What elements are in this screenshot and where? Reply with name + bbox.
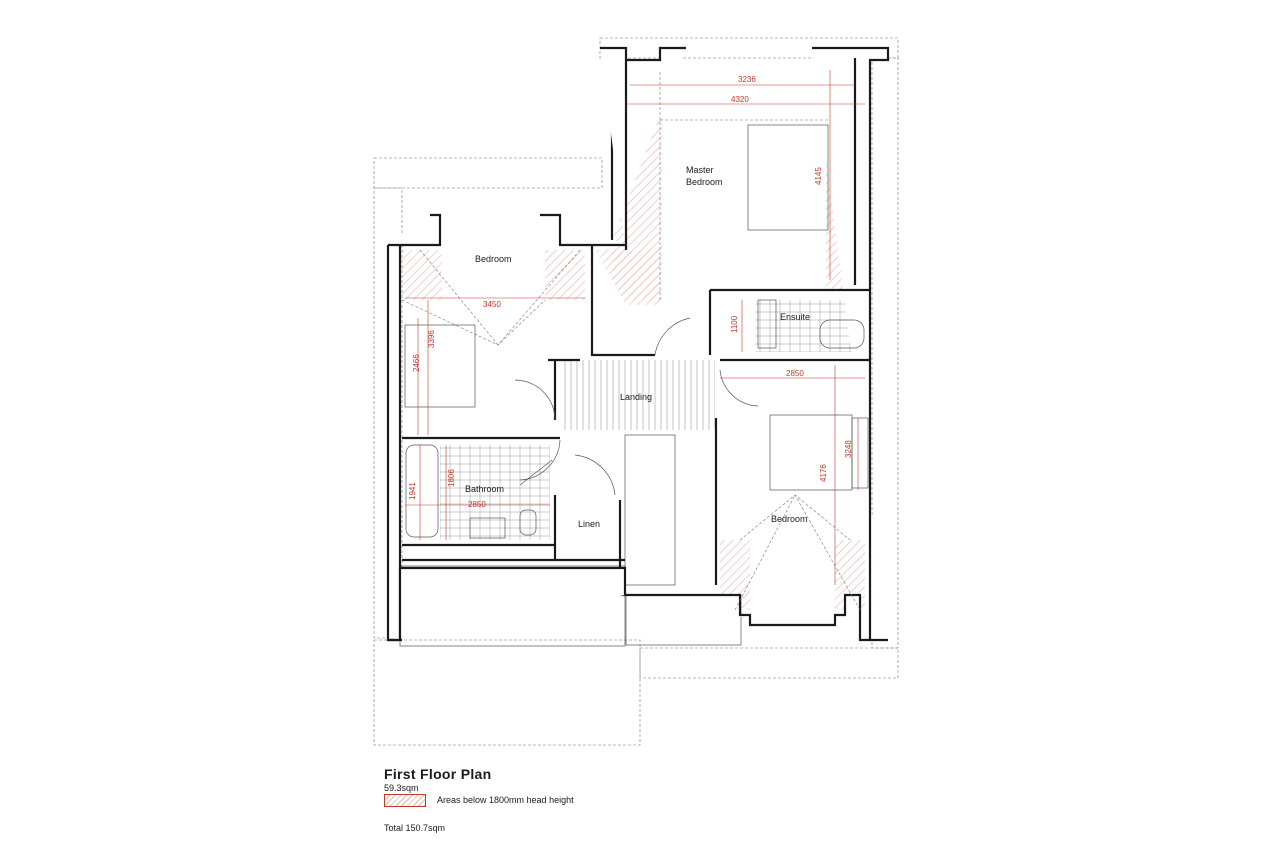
plan-title: First Floor Plan (384, 766, 492, 782)
dim-4145: 4145 (814, 167, 823, 185)
dim-3396: 3396 (427, 330, 436, 348)
room-label-ensuite: Ensuite (780, 312, 810, 322)
landing-floor (560, 360, 715, 430)
dim-2850-right: 2850 (786, 369, 804, 378)
dim-4176: 4176 (819, 464, 828, 482)
dim-1806: 1806 (447, 469, 456, 487)
ceiling-lines (401, 70, 861, 611)
room-label-bathroom: Bathroom (465, 484, 504, 494)
dim-1941: 1941 (408, 482, 417, 500)
dim-3450: 3450 (483, 300, 501, 309)
stair-flight (624, 434, 676, 586)
door-swings (514, 317, 759, 496)
dim-3248: 3248 (844, 440, 853, 458)
dim-2466: 2466 (412, 354, 421, 372)
room-label-bedroom-left: Bedroom (475, 254, 512, 264)
dimension-lines (405, 70, 865, 585)
room-label-linen: Linen (578, 519, 600, 529)
dim-2850-bath: 2850 (468, 500, 486, 509)
legend-label: Areas below 1800mm head height (437, 795, 574, 805)
legend-hatch-swatch (384, 794, 426, 807)
plan-area: 59.3sqm (384, 783, 419, 793)
dim-3236: 3236 (738, 75, 756, 84)
dim-1100: 1100 (730, 315, 739, 333)
furniture (404, 124, 869, 539)
walls (386, 46, 890, 642)
plan-total: Total 150.7sqm (384, 823, 446, 833)
dim-4320: 4320 (731, 95, 749, 104)
room-label-landing: Landing (620, 392, 652, 402)
bathroom-floor (440, 445, 550, 540)
room-label-bedroom-right: Bedroom (771, 514, 808, 524)
